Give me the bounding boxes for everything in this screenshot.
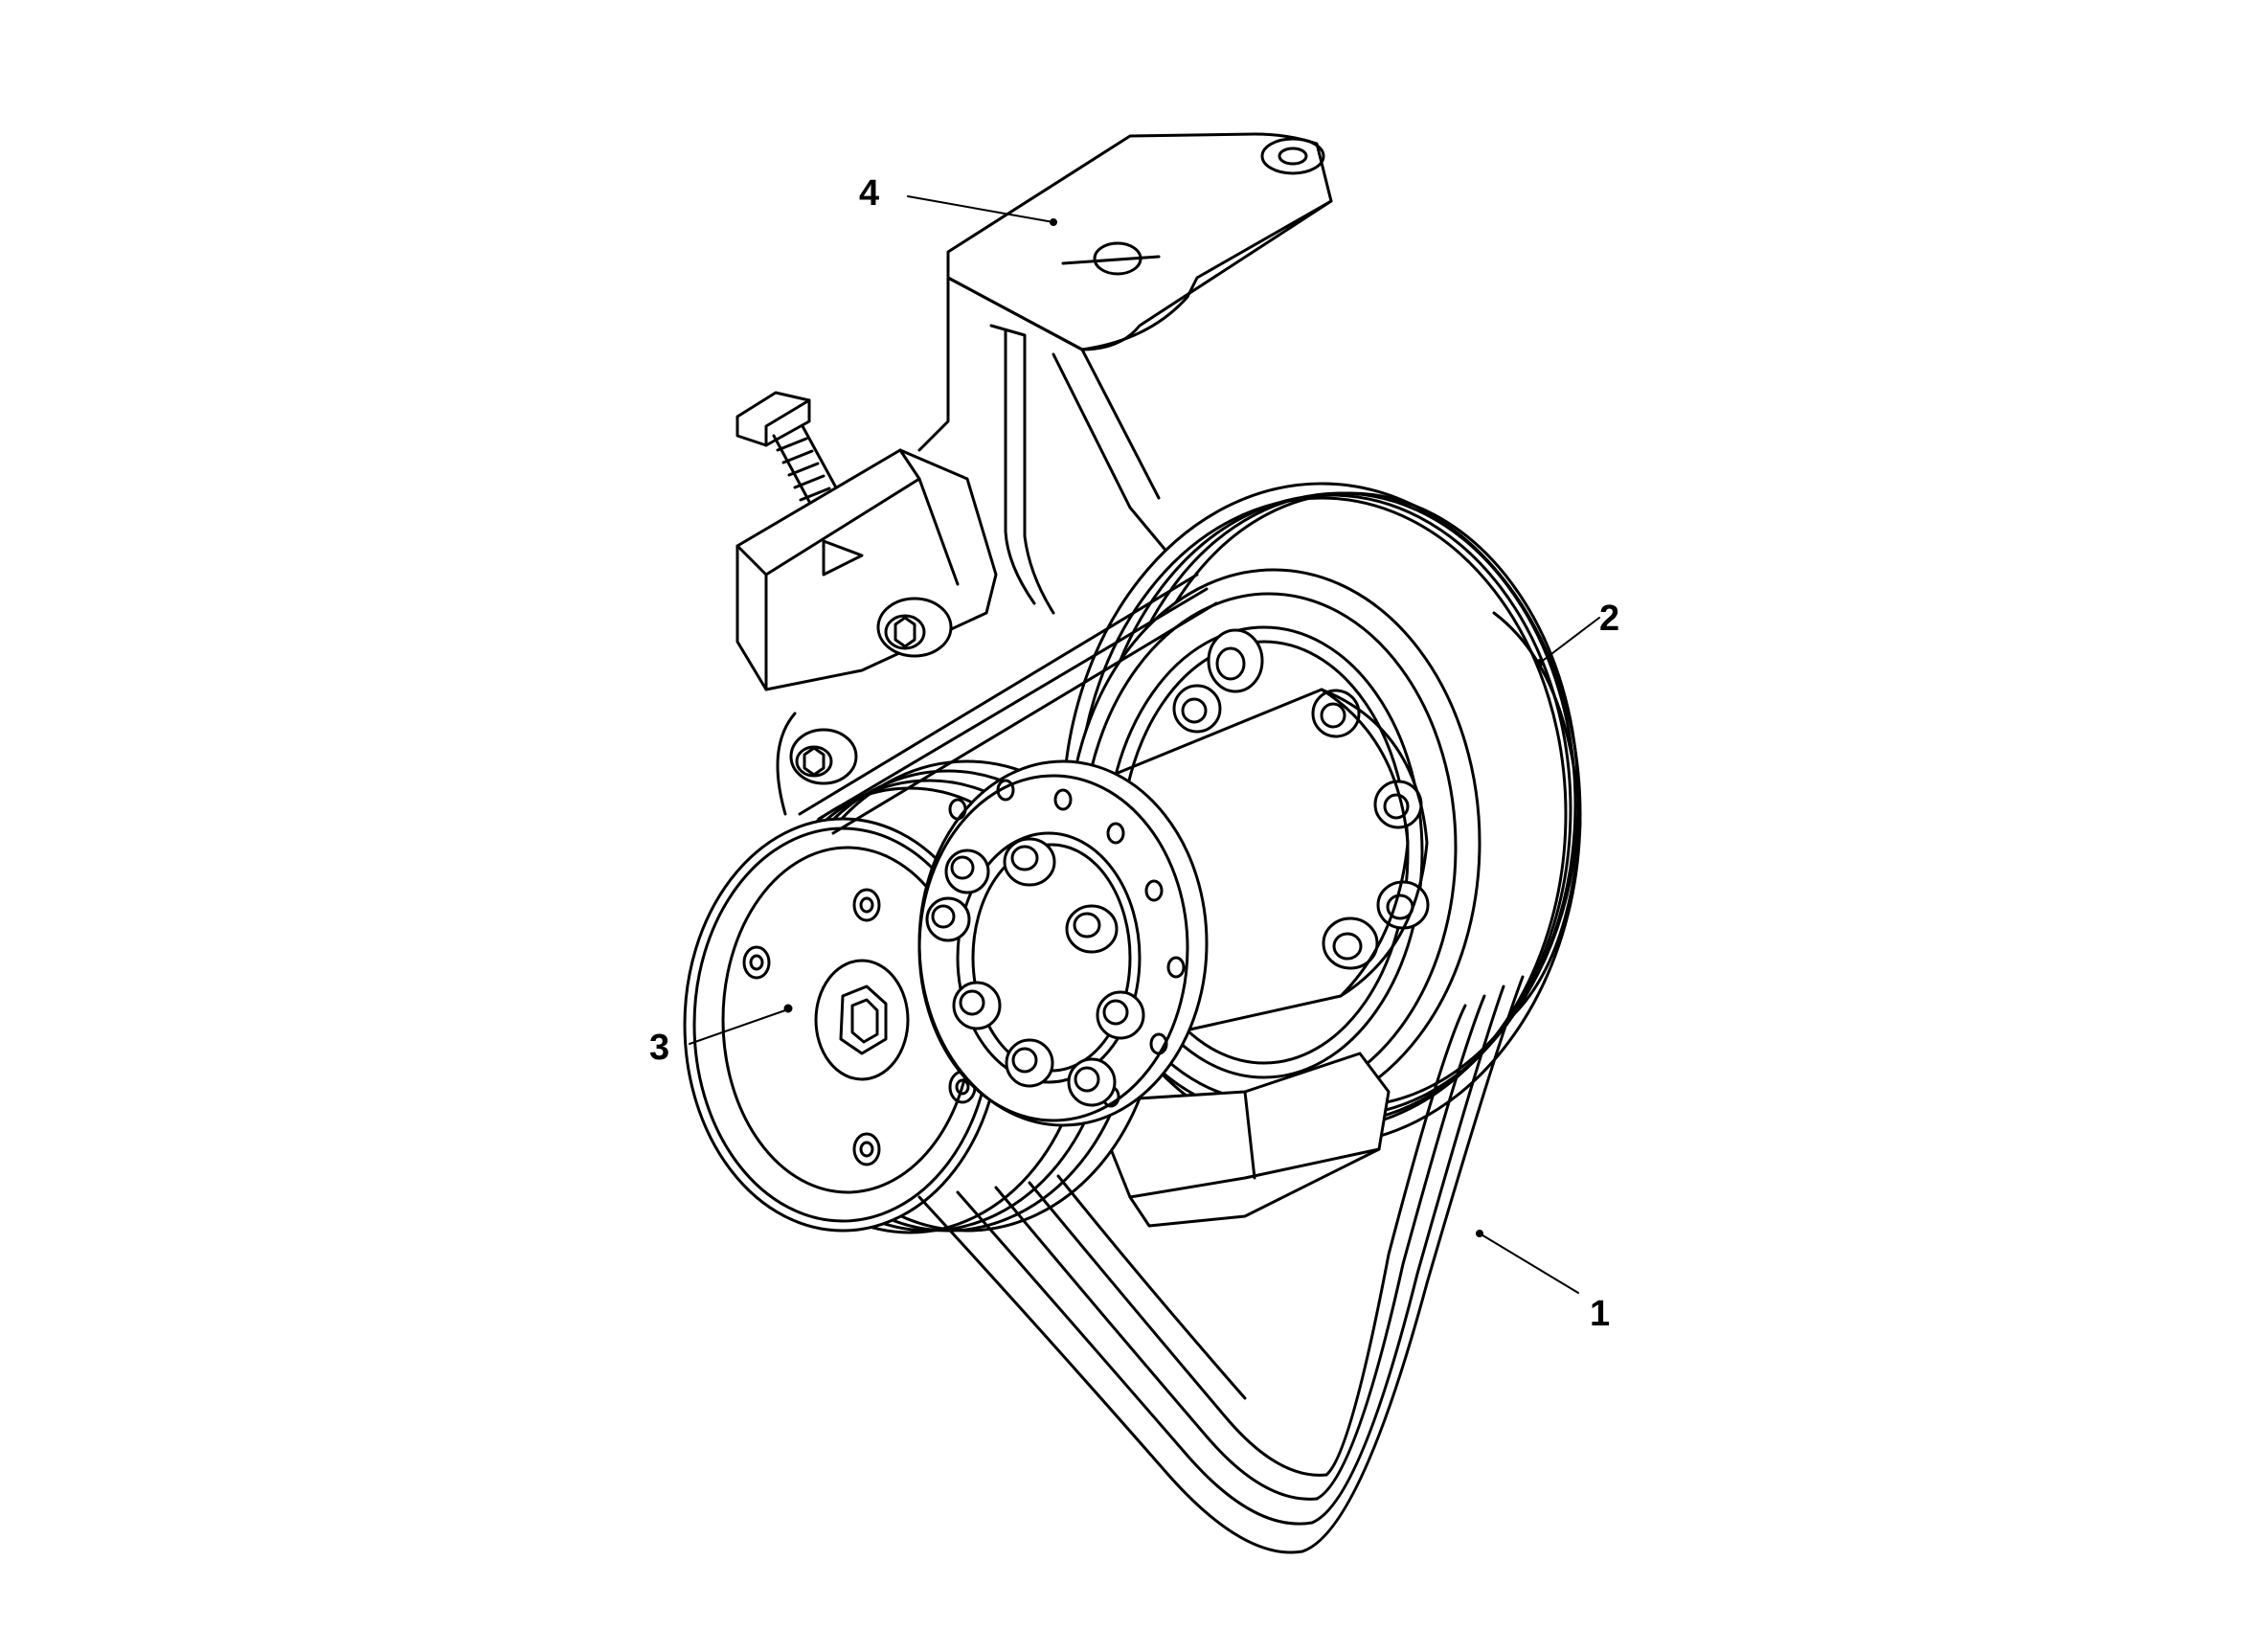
callout-4: 4	[859, 173, 880, 214]
coupling-flange	[917, 759, 1209, 1127]
callout-1: 1	[1590, 1294, 1611, 1334]
leader-line-2	[1539, 617, 1600, 664]
coupling-bolts	[925, 837, 1145, 1107]
tensioner-block	[735, 391, 998, 816]
v-belt	[798, 573, 1525, 1554]
mounting-bracket	[917, 132, 1333, 615]
callout-2: 2	[1599, 599, 1620, 639]
leader-line-4	[907, 195, 1054, 223]
leader-line-3	[689, 1009, 786, 1045]
leader-lines	[689, 195, 1600, 1294]
pump-body	[1090, 1052, 1391, 1228]
callout-3: 3	[649, 1028, 670, 1068]
leader-line-1	[1479, 1233, 1579, 1294]
large-pulley-bolts	[1172, 628, 1430, 970]
